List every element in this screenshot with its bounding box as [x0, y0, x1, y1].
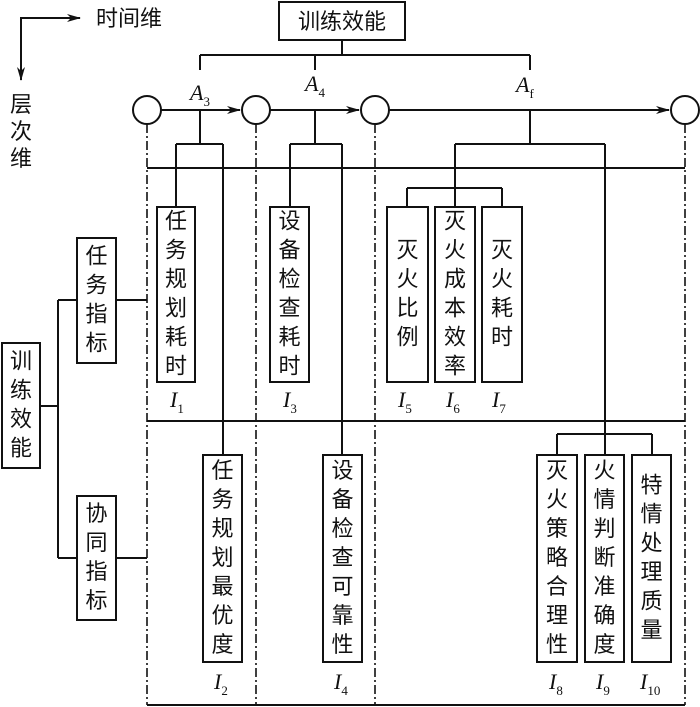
level-axis-label: 层次维 [10, 93, 32, 172]
indicator-i9-box [584, 454, 625, 663]
indicator-i7-box [481, 206, 523, 383]
stage-label-a3: A3 [188, 80, 210, 109]
indicator-i1-box [156, 206, 196, 383]
indicator-i7-label: 灭火耗时 [491, 239, 513, 351]
left-tree [40, 299, 147, 559]
branch-task-indicators-box [76, 237, 117, 364]
root-node-label: 训练效能 [10, 350, 32, 462]
indicator-i8-label: 灭火策略合理性 [546, 459, 568, 658]
a4-connector [289, 110, 343, 455]
indicator-symbol-i4: I4 [333, 669, 348, 698]
root-node-box [1, 342, 41, 469]
indicator-i5-box [386, 206, 429, 383]
timeline [132, 95, 700, 125]
indicator-symbol-i8: I8 [548, 669, 563, 698]
indicator-i8-box [536, 454, 578, 663]
top-node: 训练效能 [278, 1, 406, 41]
a3-connector [175, 110, 224, 455]
stage-label-af: Af [514, 72, 534, 101]
indicator-i5-label: 灭火比例 [396, 239, 418, 351]
top-node-label: 训练效能 [298, 10, 386, 35]
indicator-i1-label: 任务规划耗时 [165, 210, 187, 380]
indicator-i4-box [322, 454, 363, 663]
time-axis-arrow [20, 14, 81, 58]
indicator-symbol-i9: I9 [595, 669, 610, 698]
indicator-symbol-i6: I6 [445, 387, 460, 416]
indicator-symbol-i2: I2 [213, 669, 228, 698]
indicator-symbol-i10: I10 [639, 669, 660, 698]
branch-coordination-indicators-box [76, 495, 117, 621]
top-connector [199, 40, 531, 70]
stage-node-circle [670, 95, 700, 125]
indicator-symbol-i3: I3 [282, 387, 297, 416]
branch-coordination-indicators-label: 协同指标 [85, 502, 107, 614]
indicator-i3-label: 设备检查耗时 [278, 210, 300, 380]
stage-node-circle [132, 95, 162, 125]
indicator-i10-label: 特情处理质量 [640, 474, 662, 644]
stage-separators [146, 124, 686, 705]
indicator-symbol-i1: I1 [169, 387, 184, 416]
stage-label-a4: A4 [303, 71, 325, 100]
indicator-i10-box [631, 454, 672, 663]
level-bands [147, 167, 685, 706]
indicator-i2-label: 任务规划最优度 [211, 459, 233, 658]
indicator-i4-label: 设备检查可靠性 [331, 459, 353, 658]
indicator-symbol-i7: I7 [491, 387, 506, 416]
indicator-i9-label: 火情判断准确度 [593, 459, 615, 658]
stage-node-circle [360, 95, 390, 125]
indicator-i6-box [434, 206, 476, 383]
indicator-i6-label: 灭火成本效率 [444, 210, 466, 380]
af-connector [406, 110, 653, 455]
stage-node-circle [241, 95, 271, 125]
indicator-symbol-i5: I5 [397, 387, 412, 416]
indicator-i3-box [269, 206, 310, 383]
stage-labels: A3 A4 Af [188, 71, 534, 109]
branch-task-indicators-label: 任务指标 [85, 245, 107, 357]
indicator-i2-box [202, 454, 243, 663]
axes-indicator: 时间维 层次维 [10, 7, 162, 172]
time-axis-label: 时间维 [96, 7, 162, 32]
